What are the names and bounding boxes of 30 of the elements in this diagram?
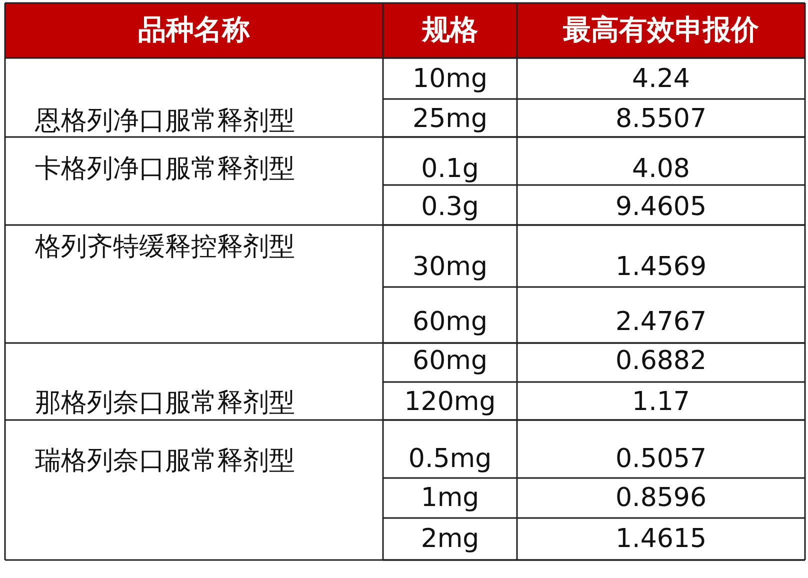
spec-text: 25mg	[412, 105, 488, 135]
price-value: 9.4605	[616, 193, 706, 223]
column-header: 最高有效申报价	[563, 14, 759, 46]
product-name: 瑞格列奈口服常释剂型	[35, 447, 295, 477]
product-name: 卡格列净口服常释剂型	[35, 155, 295, 185]
price-value: 1.17	[632, 388, 690, 418]
product-name: 那格列奈口服常释剂型	[35, 389, 295, 419]
price-value: 0.5057	[616, 445, 706, 475]
product-name: 恩格列净口服常释剂型	[35, 107, 295, 137]
price-value: 0.8596	[616, 484, 706, 514]
price-value: 4.24	[632, 65, 690, 95]
spec-text: 60mg	[412, 347, 488, 377]
price-value: 1.4615	[616, 525, 706, 555]
spec-text: 30mg	[412, 253, 488, 283]
spec-text: 1mg	[420, 484, 480, 514]
price-value: 4.08	[632, 155, 690, 185]
spec-text: 0.3g	[421, 193, 479, 223]
spec-text: 0.1g	[421, 155, 479, 185]
product-name: 格列齐特缓释控释剂型	[35, 233, 295, 263]
spec-text: 60mg	[412, 308, 488, 338]
spec-text: 0.5mg	[408, 445, 492, 475]
column-header: 品种名称	[138, 14, 250, 46]
price-value: 2.4767	[616, 308, 706, 338]
column-header: 规格	[422, 14, 478, 46]
spec-text: 10mg	[412, 65, 488, 95]
price-value: 0.6882	[616, 347, 706, 377]
spec-text: 2mg	[420, 525, 480, 555]
spec-text: 120mg	[404, 388, 496, 418]
price-value: 8.5507	[616, 105, 706, 135]
price-value: 1.4569	[616, 253, 706, 283]
